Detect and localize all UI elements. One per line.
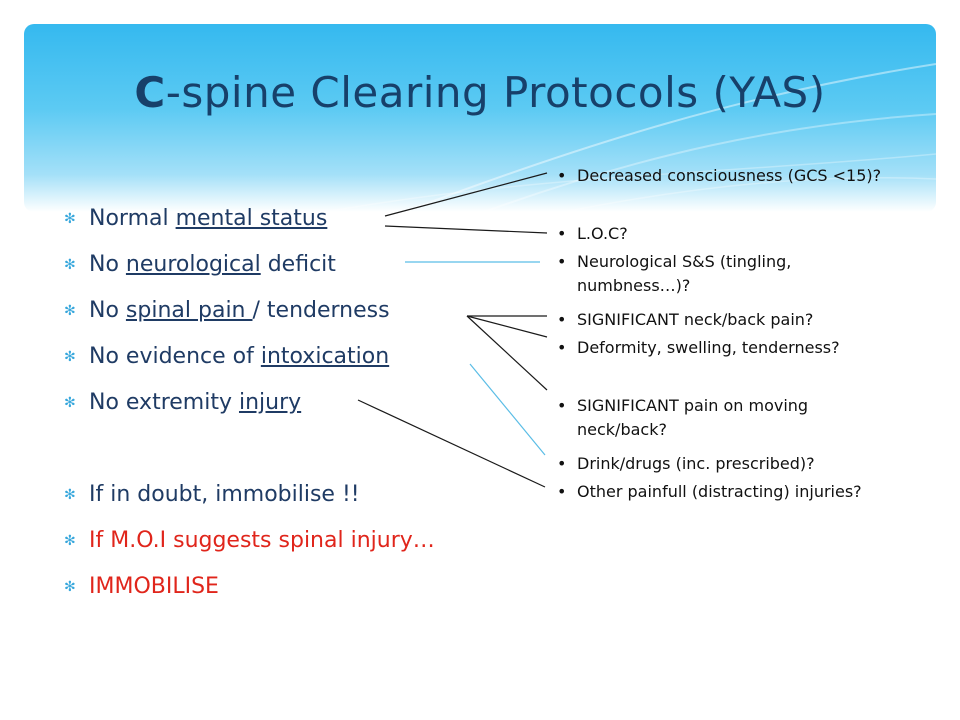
criteria-item-neurological: ✻No neurological deficit [64,250,336,280]
bullet-dot-icon: • [557,310,567,329]
bullet-dot-icon: • [557,166,567,185]
bullet-dot-icon: • [557,338,567,357]
criteria-item-intoxication: ✻No evidence of intoxication [64,342,389,372]
criteria-item-spinal-pain: ✻No spinal pain / tenderness [64,296,390,326]
connector-pain-to-deformity [466,315,548,338]
question-item-deformity: •Deformity, swelling, tenderness? [557,336,887,360]
question-item-neurological: •Neurological S&S (tingling, numbness…)? [557,252,792,295]
advice-item-immobilise: ✻IMMOBILISE [64,572,219,602]
connector-mental-to-consciousness [384,172,548,217]
question-item-loc: •L.O.C? [557,222,887,246]
criteria-item-extremity-injury: ✻No extremity injury [64,388,301,418]
advice-item-if-in-doubt: ✻If in doubt, immobilise !! [64,480,360,510]
connector-injury [357,399,546,488]
asterisk-bullet-icon: ✻ [64,303,76,319]
banner-wave-decoration [323,63,936,212]
question-item-distracting-injuries: •Other painfull (distracting) injuries? [557,480,887,504]
asterisk-bullet-icon: ✻ [64,579,76,595]
title-first-letter: C [134,68,166,117]
connector-pain-to-moving [466,315,548,391]
question-item-drink-drugs: •Drink/drugs (inc. prescribed)? [557,452,887,476]
asterisk-bullet-icon: ✻ [64,211,76,227]
criteria-item-mental-status: ✻Normal mental status [64,204,327,234]
title-rest: -spine Clearing Protocols (YAS) [165,68,826,117]
asterisk-bullet-icon: ✻ [64,349,76,365]
question-item-consciousness: •Decreased consciousness (GCS <15)? [557,164,887,188]
asterisk-bullet-icon: ✻ [64,257,76,273]
asterisk-bullet-icon: ✻ [64,487,76,503]
connector-intoxication [469,363,546,456]
title-banner [24,24,936,212]
bullet-dot-icon: • [557,396,567,415]
advice-item-moi: ✻If M.O.I suggests spinal injury… [64,526,435,556]
question-item-pain-moving: •SIGNIFICANT pain on moving neck/back? [557,396,809,439]
bullet-dot-icon: • [557,482,567,501]
asterisk-bullet-icon: ✻ [64,395,76,411]
asterisk-bullet-icon: ✻ [64,533,76,549]
question-item-neck-pain: •SIGNIFICANT neck/back pain? [557,308,887,332]
bullet-dot-icon: • [557,454,567,473]
bullet-dot-icon: • [557,224,567,243]
connector-mental-to-loc [384,225,548,234]
bullet-dot-icon: • [557,252,567,271]
page-title: C-spine Clearing Protocols (YAS) [40,68,920,117]
